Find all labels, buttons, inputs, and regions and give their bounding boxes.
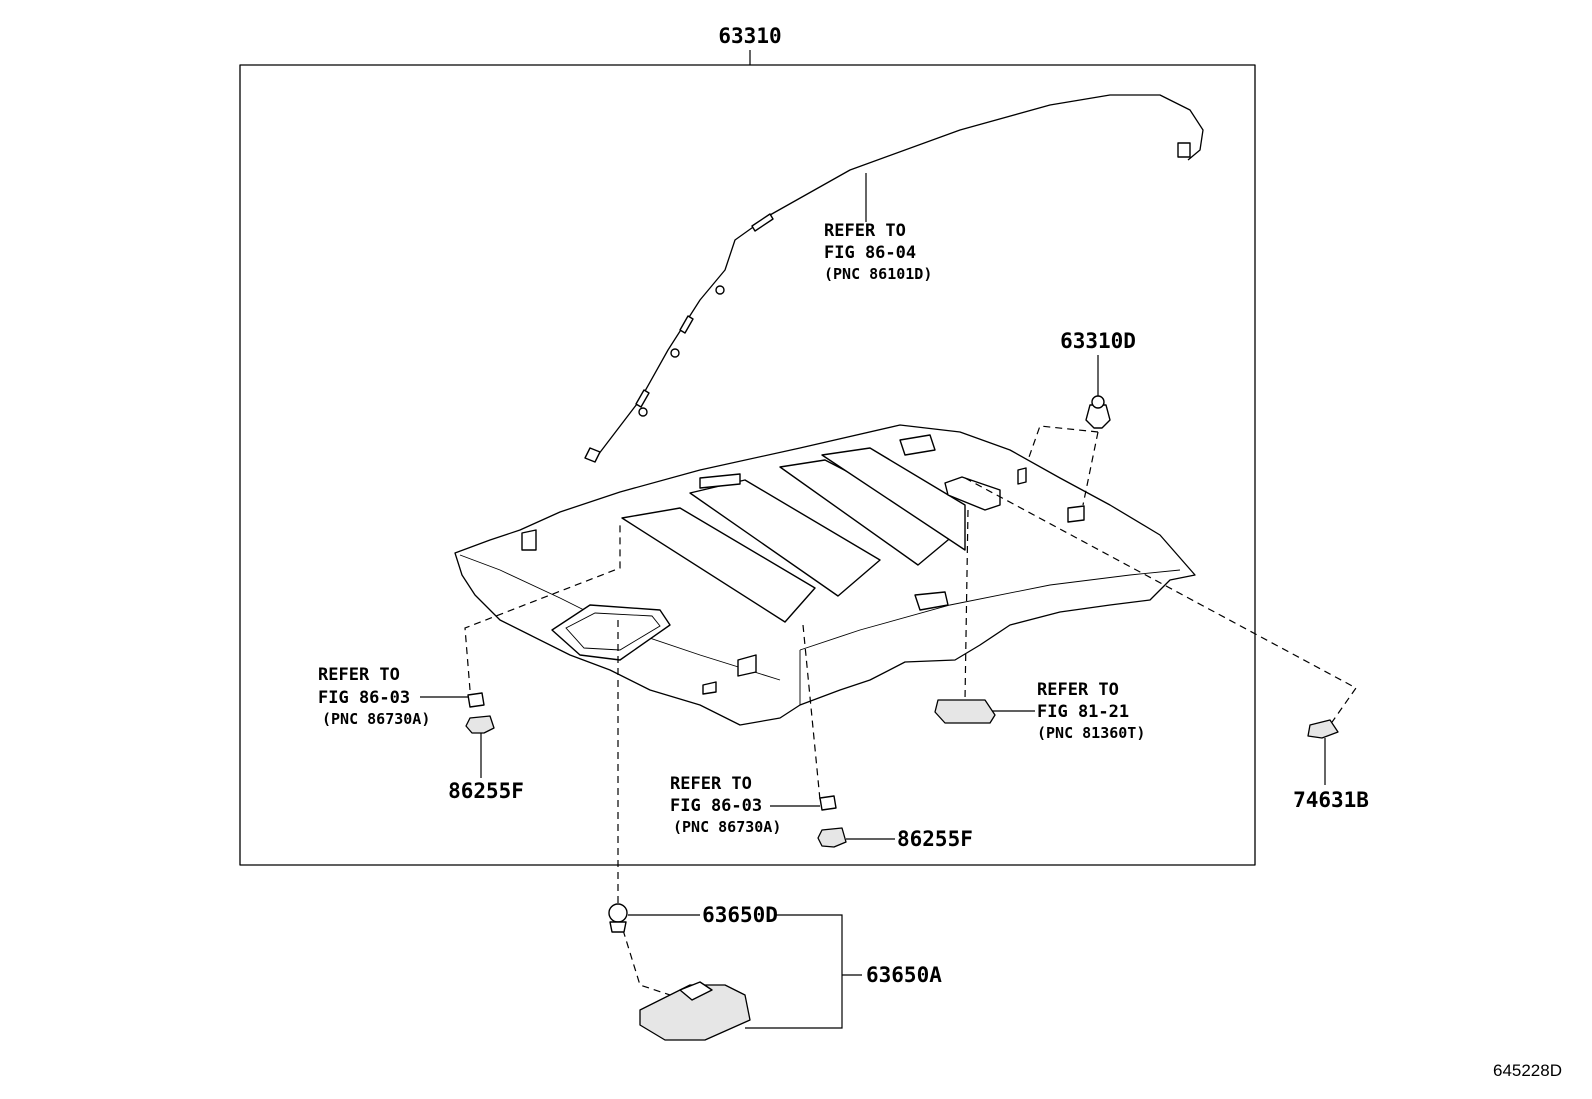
wire-harness [584, 94, 1204, 463]
dome-lamp-assembly [639, 981, 751, 1041]
ref-visor-left-line-1: REFER TO [318, 665, 400, 685]
label-clip-right-edge: 74631B [1293, 788, 1369, 812]
label-holder-center: 86255F [897, 827, 973, 851]
label-lamp-assembly: 63650A [866, 963, 942, 987]
ref-visor-left-line-3: (PNC 86730A) [322, 710, 430, 728]
ref-visor-left-line-2: FIG 86-03 [318, 688, 410, 708]
lamp-assembly-bracket [745, 914, 843, 1029]
label-assembly-top: 63310 [718, 24, 781, 48]
label-clip-lamp: 63650D [702, 903, 778, 927]
ref-lamp-right-line-2: FIG 81-21 [1037, 702, 1129, 722]
ref-lamp-right-line-3: (PNC 81360T) [1037, 724, 1145, 742]
ref-wire-line-3: (PNC 86101D) [824, 265, 932, 283]
clip-63310d [1085, 395, 1111, 429]
ref-lamp-right-line-1: REFER TO [1037, 680, 1119, 700]
headliner-panel [454, 424, 1196, 726]
ref-visor-center-line-1: REFER TO [670, 774, 752, 794]
clip-63650d [608, 903, 628, 933]
ref-wire-line-1: REFER TO [824, 221, 906, 241]
visor-holder-center [817, 795, 847, 848]
label-holder-left: 86255F [448, 779, 524, 803]
ref-visor-center-line-2: FIG 86-03 [670, 796, 762, 816]
clip-74631b [1307, 719, 1339, 739]
ref-wire-line-2: FIG 86-04 [824, 243, 916, 263]
ref-visor-center-line-3: (PNC 86730A) [673, 818, 781, 836]
visor-holder-left [465, 692, 495, 734]
label-clip-top-right: 63310D [1060, 329, 1136, 353]
figure-id: 645228D [1493, 1061, 1562, 1080]
map-lamp-right [934, 699, 996, 724]
assembly-frame [239, 64, 1256, 866]
